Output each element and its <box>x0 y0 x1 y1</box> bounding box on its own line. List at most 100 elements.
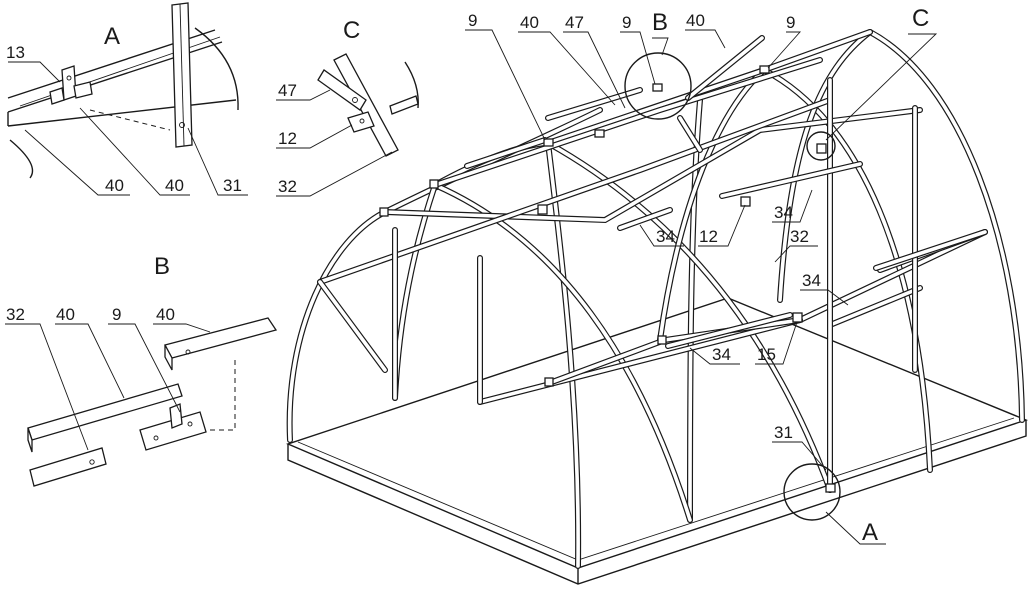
label-40-a1: 40 <box>105 176 124 195</box>
marker-a: A <box>862 519 878 546</box>
bar-47-c <box>317 69 367 111</box>
leader-12-c <box>276 124 353 149</box>
marker-c: C <box>912 5 929 32</box>
arch-2 <box>392 140 551 401</box>
profile-40-a <box>7 29 237 127</box>
posts <box>317 77 918 493</box>
leader-marker-b <box>652 37 669 56</box>
leader-32-c <box>276 151 393 197</box>
arch-32-c <box>333 53 399 157</box>
detail-b-dash <box>210 360 236 431</box>
label-47-c: 47 <box>278 81 297 100</box>
profile-40-b-end <box>27 427 33 453</box>
label-40-b2: 40 <box>156 305 175 324</box>
bracket-9-b-tab <box>169 403 183 429</box>
leader-marker-c <box>825 33 938 141</box>
bracket-13-feet <box>49 81 93 105</box>
leader-40-2 <box>685 29 726 49</box>
bar-c-right <box>389 95 419 115</box>
leader-34-4 <box>689 347 740 365</box>
profile-40-b-top-bolt <box>185 349 191 355</box>
leader-9-b <box>108 323 181 413</box>
label-32-b: 32 <box>6 305 25 324</box>
leader-32-b <box>5 323 89 451</box>
label-12-c: 12 <box>278 129 297 148</box>
bracket-13 <box>61 65 77 101</box>
detail-a-cut-right <box>194 27 239 111</box>
bracket-12-c <box>347 111 375 133</box>
label-40-a2: 40 <box>165 176 184 195</box>
leader-34-3 <box>800 289 849 306</box>
callouts: 9 40 47 9 40 9 34 12 32 34 34 34 15 <box>465 5 938 546</box>
connector <box>816 143 827 154</box>
callout-34-2: 34 <box>774 203 793 222</box>
callout-40-1: 40 <box>520 13 539 32</box>
connector <box>537 204 548 215</box>
leader-marker-a <box>825 511 886 545</box>
bracket-13-bolt <box>66 75 72 81</box>
label-9-b: 9 <box>112 305 121 324</box>
leader-32 <box>774 245 818 263</box>
label-13: 13 <box>6 43 25 62</box>
callout-9-1: 9 <box>468 11 477 30</box>
bracket-12-bolt <box>359 118 365 124</box>
leader-12 <box>698 204 746 247</box>
leader-40-a2 <box>79 107 190 196</box>
leader-40-a1 <box>24 129 130 196</box>
connector <box>657 335 667 345</box>
leader-15 <box>755 321 798 365</box>
detail-a: A 13 40 40 31 <box>6 2 248 196</box>
base-frame-inner <box>297 417 1015 561</box>
bracket-9-b-bolt1 <box>153 435 159 441</box>
detail-c-title: C <box>343 17 360 44</box>
connector <box>379 207 389 217</box>
callout-34-1: 34 <box>656 227 675 246</box>
leader-9-2 <box>620 31 656 85</box>
connector <box>594 129 605 138</box>
label-31-a: 31 <box>223 176 242 195</box>
connector <box>740 196 751 207</box>
leader-9-1 <box>465 29 546 141</box>
callout-40-2: 40 <box>686 11 705 30</box>
connector <box>825 483 836 493</box>
callout-15: 15 <box>757 345 776 364</box>
post-31-bolt <box>179 122 185 128</box>
detail-a-dash <box>89 109 171 131</box>
arch-front-1 <box>545 140 582 569</box>
profile-32-b-bolt <box>89 459 95 465</box>
leader-47-c <box>276 89 331 101</box>
marker-circle-b <box>624 52 692 120</box>
marker-circle-a <box>783 463 841 521</box>
bar-47-bolt <box>352 97 358 103</box>
label-40-b: 40 <box>56 305 75 324</box>
leader-40-b2 <box>153 323 211 333</box>
bracket-9-b-bolt2 <box>187 421 193 427</box>
connector <box>543 138 554 147</box>
detail-a-title: A <box>104 23 120 50</box>
greenhouse-frame: 9 40 47 9 40 9 34 12 32 34 34 34 15 <box>286 5 1029 585</box>
profile-40-b-top-end <box>164 344 173 371</box>
arch-6 <box>867 29 1025 423</box>
marker-b: B <box>652 9 668 36</box>
connector <box>759 65 770 74</box>
marker-circle-c <box>806 131 836 161</box>
detail-b-title: B <box>154 253 170 280</box>
leader-9-3 <box>767 31 802 69</box>
detail-a-cut-left <box>9 139 34 179</box>
leader-40-1 <box>518 31 616 106</box>
callout-9-3: 9 <box>786 13 795 32</box>
post-31-edge <box>179 3 185 147</box>
connectors <box>379 65 836 493</box>
connector <box>792 312 803 323</box>
leader-34-2 <box>772 189 813 223</box>
callout-32: 32 <box>790 227 809 246</box>
detail-c: C 47 12 32 <box>276 17 419 197</box>
connector <box>652 83 663 92</box>
label-32-c: 32 <box>278 177 297 196</box>
leader-31-a <box>187 127 248 196</box>
callout-9-2: 9 <box>622 13 631 32</box>
callout-34-4: 34 <box>712 345 731 364</box>
callout-31: 31 <box>774 423 793 442</box>
callout-47: 47 <box>565 13 584 32</box>
